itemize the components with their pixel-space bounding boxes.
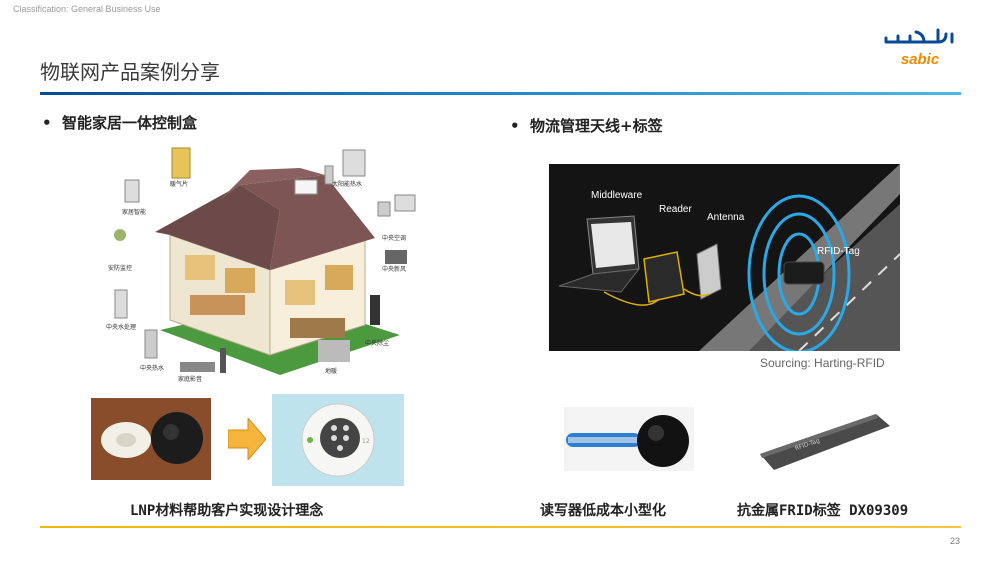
house-label: 太阳能热水 — [332, 180, 362, 188]
rfid-label-middleware: Middleware — [591, 190, 643, 201]
house-label: 地暖 — [325, 367, 337, 375]
title-divider — [40, 92, 961, 95]
radiator-device — [171, 147, 191, 179]
footer-divider — [40, 526, 961, 528]
house-label: 中央空调 — [382, 234, 406, 242]
sourcing-credit: Sourcing: Harting-RFID — [760, 356, 885, 370]
house-label: 中央除尘 — [365, 339, 389, 347]
house-label: 中央新风 — [382, 265, 406, 273]
rfid-tag-photo: RFID-Tag — [754, 404, 894, 474]
logistics-heading: •物流管理天线+标签 — [510, 117, 663, 135]
rfid-system-illustration: Middleware Reader Antenna RFID-Tag — [549, 164, 900, 351]
page-title: 物联网产品案例分享 — [40, 60, 220, 84]
reader-caption: 读写器低成本小型化 — [540, 503, 666, 519]
house-label: 家庭影音 — [178, 375, 202, 383]
lnp-caption: LNP材料帮助客户实现设计理念 — [130, 503, 324, 519]
smart-home-illustration: 暖气片 太阳能热水 家居智能 中央空调 安防监控 中央新风 中央水处理 中央除尘… — [106, 147, 416, 383]
tag-caption: 抗金属FRID标签 DX09309 — [737, 503, 909, 519]
rfid-reader-photo — [564, 407, 694, 471]
house-label: 安防监控 — [108, 264, 132, 272]
smart-home-heading: •智能家居一体控制盒 — [42, 114, 198, 132]
house-label: 中央水处理 — [106, 323, 136, 331]
rfid-label-reader: Reader — [659, 204, 692, 215]
svg-text:12: 12 — [362, 438, 370, 445]
house-label: 中央热水 — [140, 364, 164, 372]
house-label: 暖气片 — [170, 180, 188, 188]
thermostat-photo: 12 — [272, 394, 404, 486]
rfid-label-antenna: Antenna — [707, 212, 745, 223]
arrow-icon — [228, 418, 266, 460]
rfid-label-tag: RFID-Tag — [817, 246, 860, 257]
logo-wordmark: sabic — [901, 51, 940, 68]
classification-label: Classification: General Business Use — [13, 4, 161, 14]
house-label: 家居智能 — [122, 208, 146, 216]
lnp-parts-photo — [91, 398, 211, 480]
sabic-logo: sabic — [884, 28, 954, 68]
page-number: 23 — [949, 536, 960, 546]
